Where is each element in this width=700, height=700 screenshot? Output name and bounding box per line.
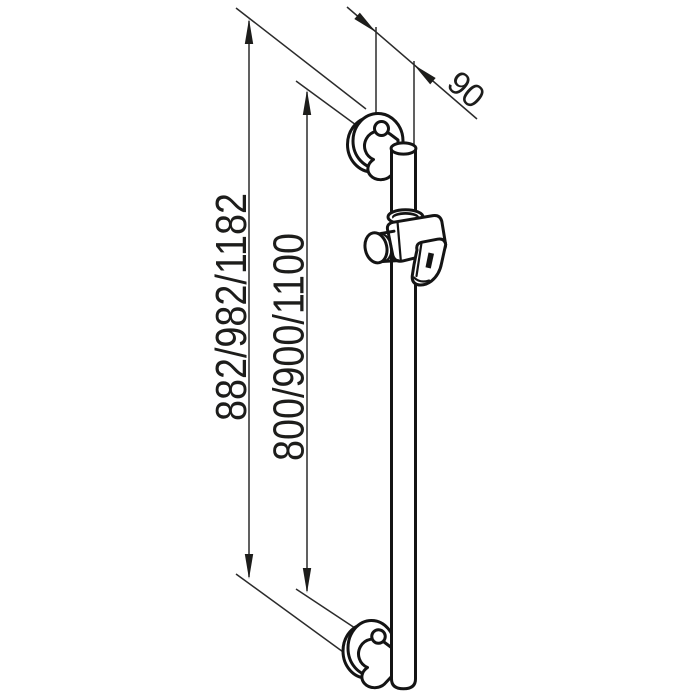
arrow-down-icon (302, 568, 312, 593)
extension-line-bottom (235, 573, 351, 658)
flange-hook-bracket (363, 129, 400, 182)
dimension-overall-length: 882/982/1182 (207, 7, 367, 658)
clamp-knob-face (363, 231, 389, 265)
flange-screw-hole (373, 120, 390, 137)
clamp-body-edge-line (396, 220, 402, 262)
holder-slot (425, 252, 434, 269)
extension-line-top (235, 7, 367, 110)
slide-rail (389, 141, 418, 691)
arrow-down-right-icon (354, 12, 376, 33)
arrow-up-icon (244, 19, 254, 44)
rail-tube (390, 147, 417, 691)
extension-line-bottom (295, 588, 365, 635)
overall-length-label: 882/982/1182 (207, 193, 256, 421)
dimension-fixing-centers: 800/900/1100 (265, 80, 372, 635)
holder-curl-line (412, 276, 431, 283)
slider-bracket (363, 208, 448, 287)
fixing-centers-label: 800/900/1100 (265, 233, 314, 461)
arrow-down-icon (244, 554, 254, 579)
arrow-up-icon (302, 90, 312, 115)
wall-offset-label: 90 (440, 63, 492, 115)
arrow-up-left-icon (414, 64, 436, 85)
rail-top-cap (389, 141, 418, 156)
bottom-wall-flange (341, 619, 397, 690)
flange-hook-bracket (357, 637, 394, 690)
flange-screw-hole (370, 628, 387, 645)
holder-fold-line (415, 241, 423, 278)
